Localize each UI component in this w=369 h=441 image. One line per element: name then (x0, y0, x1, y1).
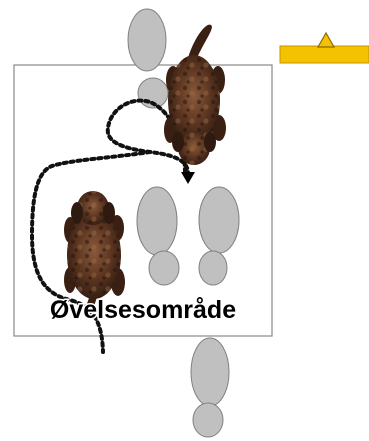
footprint-pair-middle (136, 186, 240, 286)
footprint-top (127, 8, 169, 109)
footprint-bottom (190, 337, 230, 438)
dog-bottom (64, 191, 125, 315)
path-arrow-icon (181, 172, 195, 184)
area-label: Øvelsesområde (50, 296, 236, 324)
handler-marker (279, 31, 369, 64)
dog-top (164, 24, 226, 165)
